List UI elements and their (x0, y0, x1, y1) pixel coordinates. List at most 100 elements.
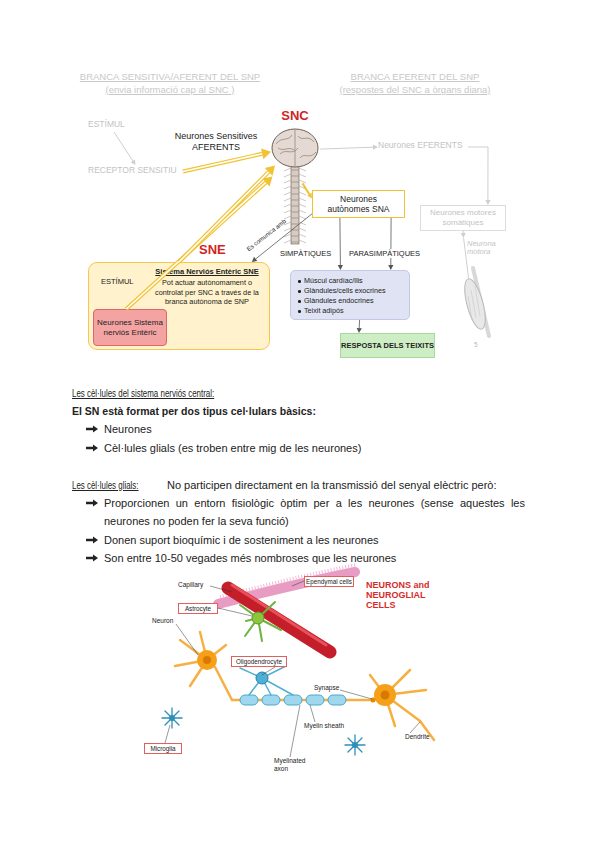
result-box: RESPOSTA DELS TEIXITS (340, 333, 435, 358)
connector-line (339, 218, 341, 265)
receptor-text: RECEPTOR SENSITIU (88, 165, 183, 178)
arrow-head (461, 233, 466, 238)
connector-arrow (179, 166, 275, 262)
decor-line (165, 711, 179, 725)
body-text: El SN està format per dos tipus cel·lula… (72, 402, 316, 420)
connector-line (468, 147, 488, 200)
connector-line (320, 147, 373, 149)
decor-circle (203, 656, 211, 664)
page-number: 5 (474, 341, 478, 348)
decor-polygon (86, 426, 98, 433)
process-box: Neurones autònomes SNA (312, 190, 405, 218)
connector-arrow (114, 132, 136, 165)
edge-label: Es comunica amb (246, 218, 288, 253)
node-text: Neurones motores somàtiques (425, 208, 501, 228)
decor-line (292, 581, 304, 586)
callout-box: Microglia (144, 743, 182, 754)
motor-nerve (464, 238, 469, 282)
arrow-head (307, 193, 312, 199)
node-text: Glàndules endocrines (295, 296, 405, 306)
arrow-head (265, 166, 275, 176)
bullet-dot (298, 290, 301, 293)
node-text: ESTÍMUL (88, 119, 140, 130)
body-text: No participen directament en la transmis… (167, 476, 497, 494)
decor-line (165, 711, 179, 725)
decor-rect (328, 695, 346, 705)
bullet-dot (298, 280, 301, 283)
figure-title: NEURONS and NEUROGLIAL CELLS (366, 580, 438, 610)
connector-line (463, 231, 464, 233)
connector-line (183, 154, 262, 172)
decor-line (340, 690, 372, 699)
part-label: Dendrite (405, 733, 430, 741)
decor-circle (256, 672, 268, 684)
part-label: Synapse (314, 684, 339, 692)
muscle-striation (468, 286, 480, 320)
node-text: RESPOSTA DELS TEIXITS (341, 341, 434, 350)
node-text: Astrocyte (179, 604, 217, 613)
decor-g (370, 670, 434, 740)
callout-box: Oligodendrocyte (231, 656, 287, 667)
spinal-nerves (284, 168, 306, 243)
decor-line (310, 705, 315, 722)
connector-line (303, 183, 310, 194)
decor-rect (284, 695, 302, 705)
decor-line (218, 608, 252, 616)
connector-arrow (461, 231, 466, 238)
decor-polygon (86, 555, 98, 562)
connector-line (114, 132, 133, 161)
connector-arrow (320, 145, 378, 150)
process-box: Neurones Sistema nerviós Entèric (93, 309, 167, 346)
decor-circle (381, 691, 390, 700)
part-label: Capillary (178, 581, 203, 589)
edge-label: Neurones Sensitives AFERENTS (162, 131, 270, 153)
connector-line (126, 183, 265, 310)
decor-path (215, 667, 372, 700)
section-heading: Les cèl·lules glials: (72, 476, 138, 494)
node-text: Sistema Nerviós Entèric SNE (147, 267, 267, 276)
node-text: Teixit adipós (295, 306, 405, 316)
node-text: SNE (199, 242, 226, 257)
node-text: Neurona motora (467, 240, 503, 256)
node-text: Múscul cardíac/llis (295, 276, 405, 286)
decor-line (210, 586, 232, 592)
arrow-head (388, 265, 393, 270)
decor-line (410, 722, 420, 733)
brain-gyri (276, 130, 316, 166)
connector-line-inner (183, 154, 262, 172)
decor-circle (252, 612, 264, 624)
list-item: Son entre 10-50 vegades més nombroses qu… (104, 549, 396, 567)
decor-line (348, 738, 362, 752)
arrow-head (252, 257, 258, 262)
decor-line (348, 738, 362, 752)
node-text: ESTÍMUL (101, 277, 134, 286)
decor-circle (371, 698, 376, 703)
decor-g (240, 602, 281, 641)
list-item: Donen suport bioquímic i de sosteniment … (104, 531, 379, 549)
node-text: Neurones autònomes SNA (319, 194, 398, 214)
arrow-head (261, 148, 271, 159)
vertebrae (291, 170, 299, 242)
decor-line (165, 725, 170, 743)
node-text: Neurones EFERENTS (378, 140, 468, 151)
decor-rect (262, 695, 280, 705)
decor-g (240, 666, 293, 695)
spinal-cord (291, 164, 299, 244)
callout-box: Ependymal cells (304, 576, 354, 587)
connector-arrow (338, 218, 343, 270)
efferent-text: Neurones EFERENTS (378, 140, 468, 154)
decor-rect (306, 695, 324, 705)
node-text: Neurones Sistema nerviós Entèric (96, 318, 164, 337)
section-header: (respostes del SNC a òrgans diana) (310, 84, 520, 96)
node-text: RECEPTOR SENSITIU (88, 165, 183, 176)
decor-line (290, 705, 300, 757)
decor-circle (197, 650, 217, 670)
connector-arrow (357, 320, 362, 333)
node-text: Pot actuar autònomament o controlat per … (147, 278, 267, 307)
decor-rect (240, 695, 258, 705)
section-header: BRANCA SENSITIVA/AFERENT DEL SNP (60, 71, 280, 83)
decor-polygon (86, 500, 98, 507)
list-item: Neurones (104, 420, 152, 438)
arrow-head (373, 145, 378, 150)
